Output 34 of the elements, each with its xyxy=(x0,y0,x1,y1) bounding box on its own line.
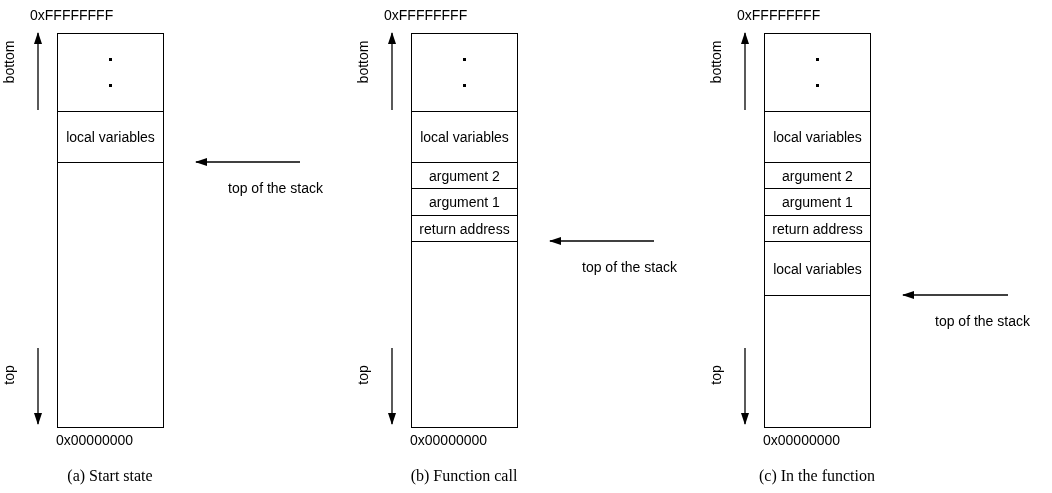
stack-cell: return address xyxy=(412,216,517,242)
stack-cell: argument 2 xyxy=(765,163,870,189)
address-label: 0xFFFFFFFF xyxy=(384,7,468,23)
direction-label: bottom xyxy=(708,40,724,84)
arrow xyxy=(195,158,301,166)
direction-label: top xyxy=(355,365,371,385)
stack-cell: local variables xyxy=(412,112,517,163)
address-label: 0xFFFFFFFF xyxy=(30,7,114,23)
stack-frame xyxy=(57,33,164,428)
stack-frame xyxy=(411,33,518,428)
direction-label: bottom xyxy=(355,40,371,84)
address-label: 0x00000000 xyxy=(56,432,134,448)
stack-cell: return address xyxy=(765,216,870,242)
figure-caption: (a) Start state xyxy=(67,467,153,485)
pointer-label: top of the stack xyxy=(935,313,1030,329)
arrow xyxy=(549,237,655,245)
pointer-label: top of the stack xyxy=(228,180,323,196)
direction-label: top xyxy=(1,365,17,385)
stack-cell: local variables xyxy=(765,112,870,163)
stack-cell: local variables xyxy=(765,242,870,296)
direction-label: bottom xyxy=(1,40,17,84)
figure-caption: (c) In the function xyxy=(759,467,875,485)
stack-cell: argument 1 xyxy=(765,189,870,216)
figure-caption: (b) Function call xyxy=(410,467,518,485)
address-label: 0xFFFFFFFF xyxy=(737,7,821,23)
stack-cell: argument 2 xyxy=(412,163,517,189)
stack-cell: argument 1 xyxy=(412,189,517,216)
stack-cell: local variables xyxy=(58,112,163,163)
pointer-label: top of the stack xyxy=(582,259,677,275)
address-label: 0x00000000 xyxy=(410,432,488,448)
address-label: 0x00000000 xyxy=(763,432,841,448)
stack-frame xyxy=(764,33,871,428)
arrow xyxy=(902,291,1009,299)
direction-label: top xyxy=(708,365,724,385)
